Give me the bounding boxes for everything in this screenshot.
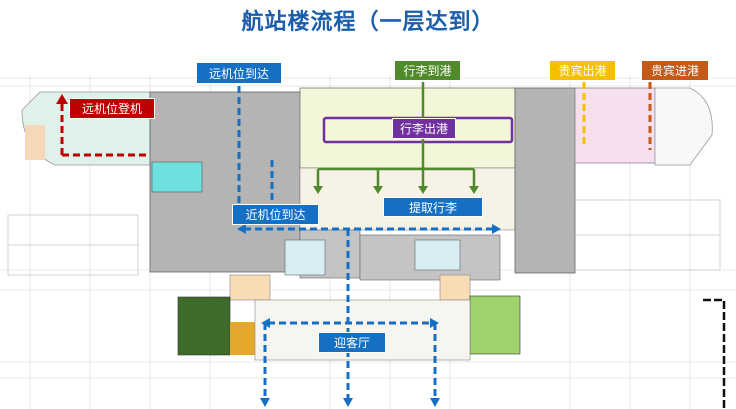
label-remote-boarding: 远机位登机 <box>69 98 155 119</box>
remote-boarding-flow <box>60 102 150 157</box>
vip-curve <box>654 87 713 166</box>
boundary-line <box>703 298 726 409</box>
shop-left <box>229 274 271 301</box>
arrival-flows <box>237 86 496 400</box>
label-remote-arrival: 远机位到达 <box>196 62 282 84</box>
label-vip-departure: 贵宾出港 <box>549 60 616 81</box>
garden-right <box>469 295 521 355</box>
orange-room <box>230 322 255 355</box>
red-arrow-up-icon <box>56 94 68 104</box>
green-arrow-icons <box>313 186 479 194</box>
shop-right <box>439 274 471 301</box>
cyan-room <box>151 161 203 193</box>
right-wing-rooms <box>514 87 576 274</box>
blue-arrow-icons <box>237 224 501 407</box>
zone-beige <box>25 125 45 160</box>
label-baggage-claim: 提取行李 <box>383 197 483 217</box>
label-baggage-arrival: 行李到港 <box>394 60 461 81</box>
page-title: 航站楼流程（一层达到） <box>241 10 495 35</box>
label-vip-arrival: 贵宾进港 <box>641 60 709 81</box>
restroom-right <box>414 239 461 271</box>
label-near-arrival: 近机位到达 <box>232 204 319 225</box>
label-baggage-departure: 行李出港 <box>392 118 456 139</box>
garden-left <box>177 296 231 356</box>
restroom-left <box>284 239 326 276</box>
label-greeting-hall: 迎客厅 <box>318 332 386 353</box>
vip-zone <box>574 87 656 164</box>
